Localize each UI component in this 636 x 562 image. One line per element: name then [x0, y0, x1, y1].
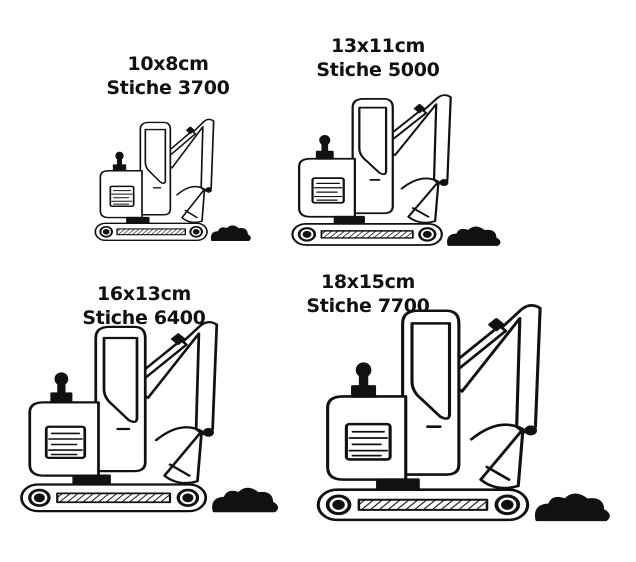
size-text: 10x8cm — [127, 53, 209, 75]
size-text: 18x15cm — [320, 271, 416, 293]
stitch-count-text: Stiche 7700 — [306, 295, 430, 317]
design-label: 10x8cm Stiche 3700 — [88, 52, 248, 100]
design-label: 13x11cm Stiche 5000 — [296, 34, 460, 82]
stitch-count-text: Stiche 6400 — [82, 307, 206, 329]
stitch-count-text: Stiche 3700 — [106, 77, 230, 99]
size-text: 16x13cm — [96, 283, 192, 305]
excavator-icon — [92, 104, 252, 246]
excavator-icon — [16, 298, 280, 520]
design-label: 18x15cm Stiche 7700 — [288, 270, 448, 318]
design-label: 16x13cm Stiche 6400 — [64, 282, 224, 330]
excavator-icon — [288, 76, 502, 252]
size-text: 13x11cm — [330, 35, 426, 57]
stitch-count-text: Stiche 5000 — [316, 59, 440, 81]
excavator-icon — [312, 278, 612, 530]
